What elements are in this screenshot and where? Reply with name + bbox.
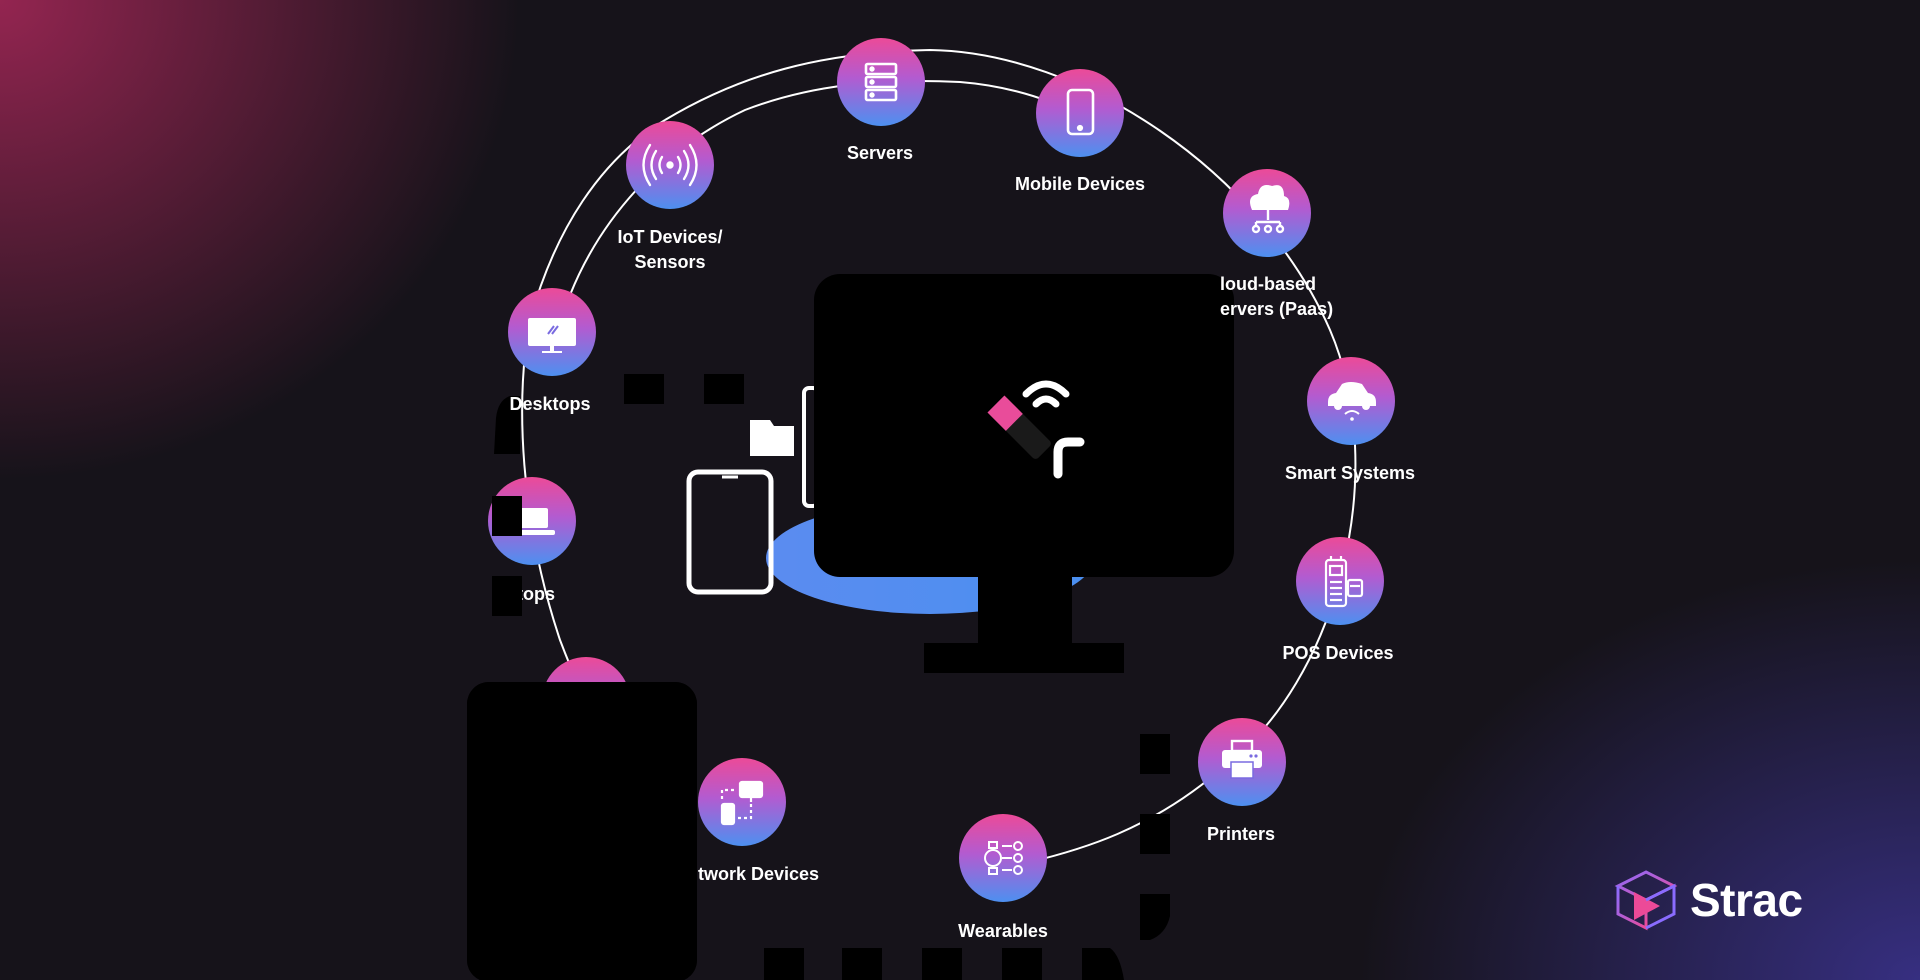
occluding-panel-2: [467, 682, 697, 980]
smart-car-icon: [1328, 382, 1376, 421]
cloud-devices-icon: [686, 274, 1234, 673]
brand: Strac: [1690, 868, 1803, 932]
node-desktops: [508, 288, 596, 376]
node-label-iot-line2: Sensors: [634, 252, 706, 272]
node-label-pos-devices: POS Devices: [1282, 643, 1394, 663]
mobile-phone-icon: [1066, 88, 1095, 136]
printer-icon: [1222, 739, 1262, 779]
desktop-icon: [528, 318, 576, 353]
node-cloud-servers: [1223, 169, 1311, 257]
node-label-wearables: Wearables: [958, 921, 1048, 941]
wireless-signal-icon: [642, 143, 698, 187]
node-servers: [837, 38, 925, 126]
node-label-cloud-servers: loud-based ervers (Paas): [1220, 272, 1333, 322]
node-label-desktops: Desktops: [509, 394, 591, 414]
node-label-mobile-devices: Mobile Devices: [1014, 174, 1146, 194]
node-wearables: [959, 814, 1047, 902]
node-iot-devices: [626, 121, 714, 209]
node-label-printers: Printers: [1206, 824, 1276, 844]
node-mobile-devices: [1036, 69, 1124, 157]
node-laptops: [488, 477, 576, 565]
dashed-frame-segment: [492, 576, 522, 616]
node-smart-systems: [1307, 357, 1395, 445]
smartwatch-icon: [984, 841, 1023, 875]
node-label-smart-systems: Smart Systems: [1284, 463, 1416, 483]
node-pos-devices: [1296, 537, 1384, 625]
cloud-network-icon: [1250, 185, 1290, 234]
server-icon: [864, 62, 898, 102]
node-label-network-devices: twork Devices: [698, 864, 820, 884]
node-label-cloud-line2: ervers (Paas): [1220, 299, 1334, 319]
node-label-cloud-line1: loud-based: [1220, 274, 1317, 294]
node-printers: [1198, 718, 1286, 806]
network-devices-icon: [720, 780, 764, 826]
inner-ring: [569, 79, 1081, 296]
outer-ring-left: [521, 119, 666, 731]
node-network-devices: [698, 758, 786, 846]
node-label-iot-line1: IoT Devices/: [617, 227, 723, 247]
node-label-servers: Servers: [846, 143, 914, 163]
brand-name: Strac: [1690, 874, 1803, 926]
pos-terminal-icon: [1324, 556, 1364, 608]
node-label-iot-devices: IoT Devices/ Sensors: [617, 225, 722, 275]
strac-logo-icon: [1614, 870, 1678, 931]
